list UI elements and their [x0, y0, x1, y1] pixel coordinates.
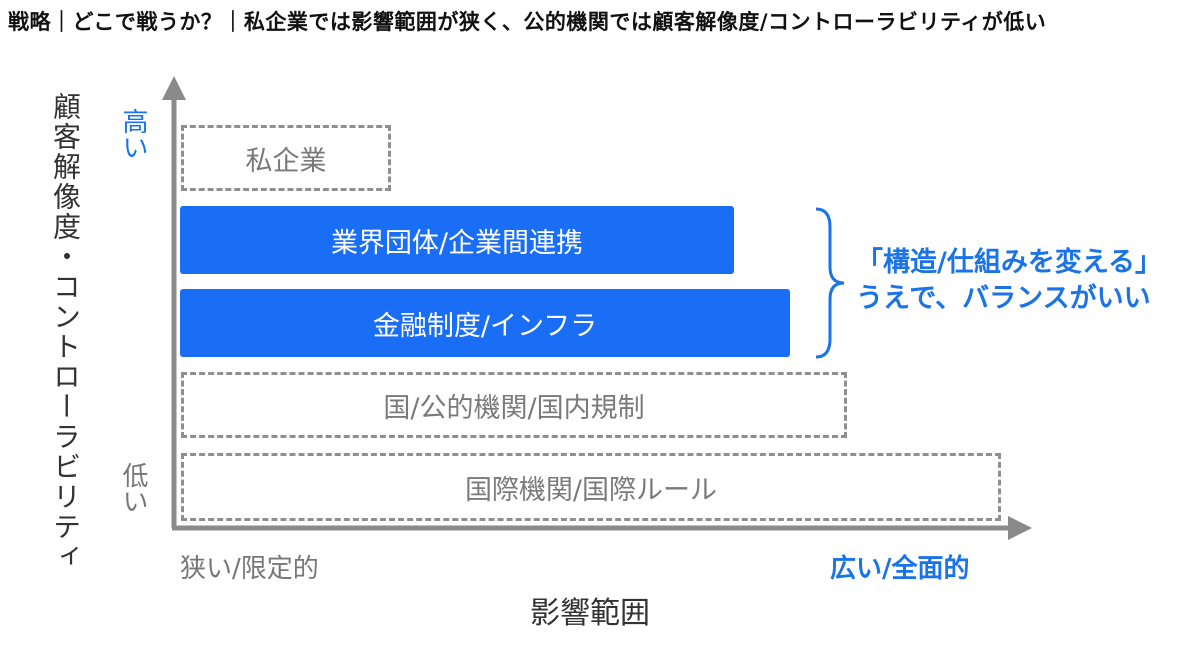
y-axis-low-label: 低い: [118, 462, 148, 514]
bar-private-company: 私企業: [181, 125, 391, 191]
callout-line-1: 「構造/仕組みを変える」: [856, 247, 1163, 278]
bar-financial-infrastructure: 金融制度/インフラ: [180, 289, 790, 357]
callout: 「構造/仕組みを変える」 うえで、バランスがいい: [856, 245, 1162, 317]
bar-government-regulation: 国/公的機関/国内規制: [181, 372, 847, 438]
y-axis-high-label: 高い: [118, 108, 148, 160]
x-axis-low-label: 狭い/限定的: [180, 554, 319, 584]
y-axis-arrowhead: [162, 76, 186, 100]
x-axis-high-label: 広い/全面的: [830, 554, 970, 584]
y-axis-label: 顧客解像度・コントローラビリティ: [49, 92, 82, 572]
x-axis-label: 影響範囲: [530, 596, 650, 631]
callout-line-2: うえで、バランスがいい: [856, 283, 1151, 314]
x-axis-arrowhead: [1008, 516, 1032, 540]
right-brace: [815, 207, 845, 359]
right-brace-path: [815, 207, 845, 359]
bar-international-rules: 国際機関/国際ルール: [181, 453, 1001, 521]
page-title: 戦略｜どこで戦うか？｜私企業では影響範囲が狭く、公的機関では顧客解像度/コントロ…: [8, 10, 1047, 34]
bar-industry-association: 業界団体/企業間連携: [180, 206, 734, 274]
